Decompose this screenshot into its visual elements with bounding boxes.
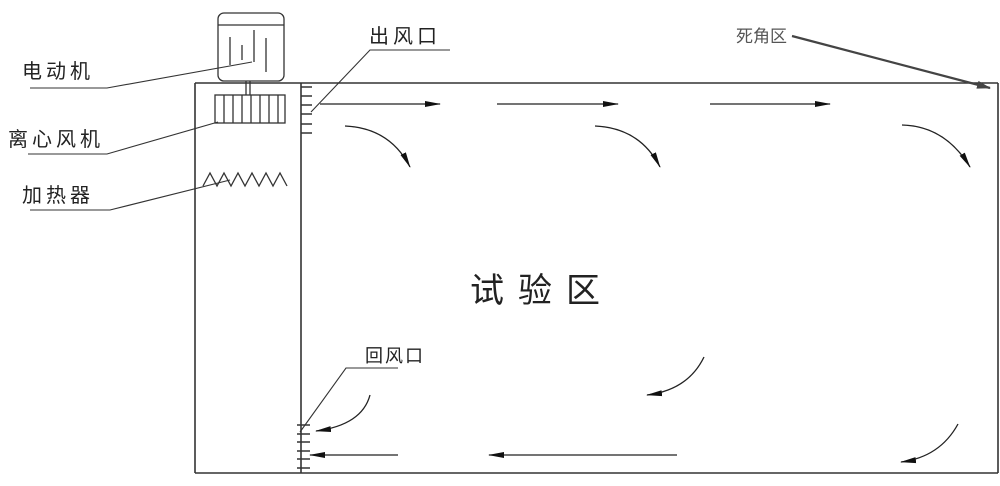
test-zone-label: 试验区 [470, 271, 614, 311]
return-inlet-label: 回风口 [365, 346, 425, 367]
outlet-label: 出风口 [369, 24, 441, 48]
fan-label: 离心风机 [8, 127, 104, 151]
return-grille [297, 424, 310, 469]
flow-arrow [344, 125, 411, 168]
flow-arrow [900, 423, 959, 464]
airflow-arrows [309, 101, 971, 464]
centrifugal-fan-icon [214, 94, 286, 124]
motor-label: 电动机 [22, 59, 94, 83]
flow-arrow [901, 124, 971, 168]
outlet-grille [301, 86, 312, 134]
dead-zone-pointer [791, 34, 991, 90]
flow-arrow [315, 394, 371, 433]
leader-lines [28, 49, 450, 433]
flow-arrow [646, 356, 705, 397]
dead-zone-label: 死角区 [736, 27, 787, 47]
heater-label: 加热器 [22, 183, 94, 207]
motor-icon [217, 12, 285, 95]
flow-arrow [594, 125, 661, 168]
chamber-outline [194, 82, 999, 474]
heater-icon [202, 171, 288, 188]
